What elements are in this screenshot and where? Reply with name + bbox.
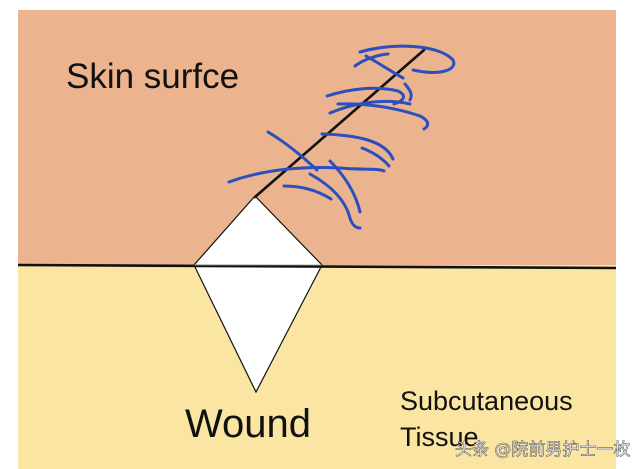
wound-shape xyxy=(193,195,323,394)
subcutaneous-layer xyxy=(18,265,616,469)
source-watermark: 头条 @院前男护士一枚 xyxy=(455,440,630,460)
skin-layer xyxy=(18,10,616,265)
subcutaneous-label-line2: Tissue xyxy=(400,422,479,452)
skin-boundary-line xyxy=(17,263,617,270)
wound-label: Wound xyxy=(185,402,311,446)
blue-suture-thread-icon xyxy=(227,44,456,230)
skin-surface-label: Skin surfce xyxy=(66,57,239,96)
subcutaneous-label-line1: Subcutaneous xyxy=(400,386,573,416)
